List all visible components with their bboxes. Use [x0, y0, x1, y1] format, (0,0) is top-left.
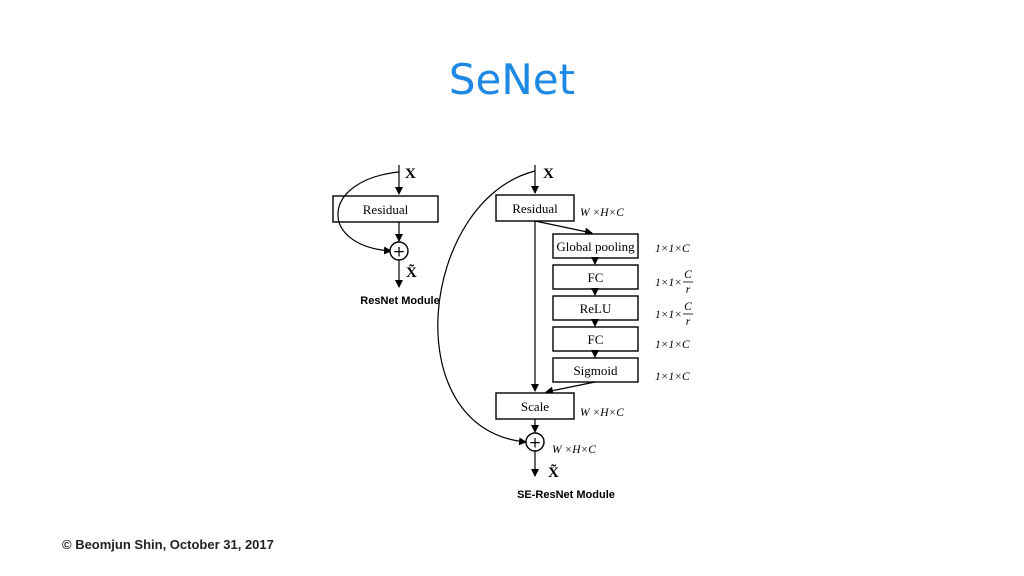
se-fc1-dim-prefix: 1×1× [655, 277, 682, 289]
se-fc1-dim-num: C [684, 269, 692, 281]
se-fc1-label: FC [588, 270, 604, 285]
se-residual-dim: W ×H×C [580, 207, 624, 219]
se-fc2-block [552, 326, 639, 352]
se-input-label: X [543, 166, 554, 182]
se-resnet-module: X Residual W ×H×C Global pooling 1×1×C F… [437, 165, 693, 501]
se-relu-dim-den: r [686, 316, 691, 328]
resnet-input-label: X [405, 166, 416, 182]
se-residual-label: Residual [512, 201, 558, 216]
se-add-dim: W ×H×C [552, 444, 596, 456]
se-sigmoid-block [552, 357, 639, 383]
se-fc2-dim: 1×1×C [655, 339, 690, 351]
se-fc2-label: FC [588, 332, 604, 347]
slide-title: SeNet [448, 55, 576, 104]
resnet-skip-connection [337, 171, 400, 255]
footer-credit: © Beomjun Shin, October 31, 2017 [62, 537, 274, 552]
se-relu-dim-prefix: 1×1× [655, 309, 682, 321]
resnet-output-label: X̃ [406, 264, 417, 281]
se-scale-dim: W ×H×C [580, 407, 624, 419]
resnet-add-symbol: + [393, 243, 406, 261]
se-residual-block [495, 194, 575, 222]
se-sigmoid-label: Sigmoid [573, 363, 618, 378]
se-fc1-dim-den: r [686, 284, 691, 296]
se-sigmoid-dim: 1×1×C [655, 371, 690, 383]
se-relu-label: ReLU [580, 301, 612, 316]
se-global-pooling-dim: 1×1×C [655, 243, 690, 255]
se-skip-connection [437, 170, 536, 446]
resnet-residual-label: Residual [363, 202, 409, 217]
resnet-caption: ResNet Module [360, 295, 439, 307]
se-add-symbol: + [529, 434, 542, 452]
se-relu-dim-num: C [684, 301, 692, 313]
resnet-residual-block [332, 195, 439, 223]
se-caption: SE-ResNet Module [517, 489, 615, 501]
se-global-pooling-label: Global pooling [556, 239, 635, 254]
se-scale-label: Scale [521, 399, 549, 414]
se-output-label: X̃ [548, 464, 559, 481]
resnet-module: X Residual + X̃ ResNet Module [332, 165, 440, 307]
se-sigmoid-to-scale-arrow [545, 381, 596, 395]
se-scale-block [495, 392, 575, 420]
se-branch-arrow [534, 220, 593, 236]
